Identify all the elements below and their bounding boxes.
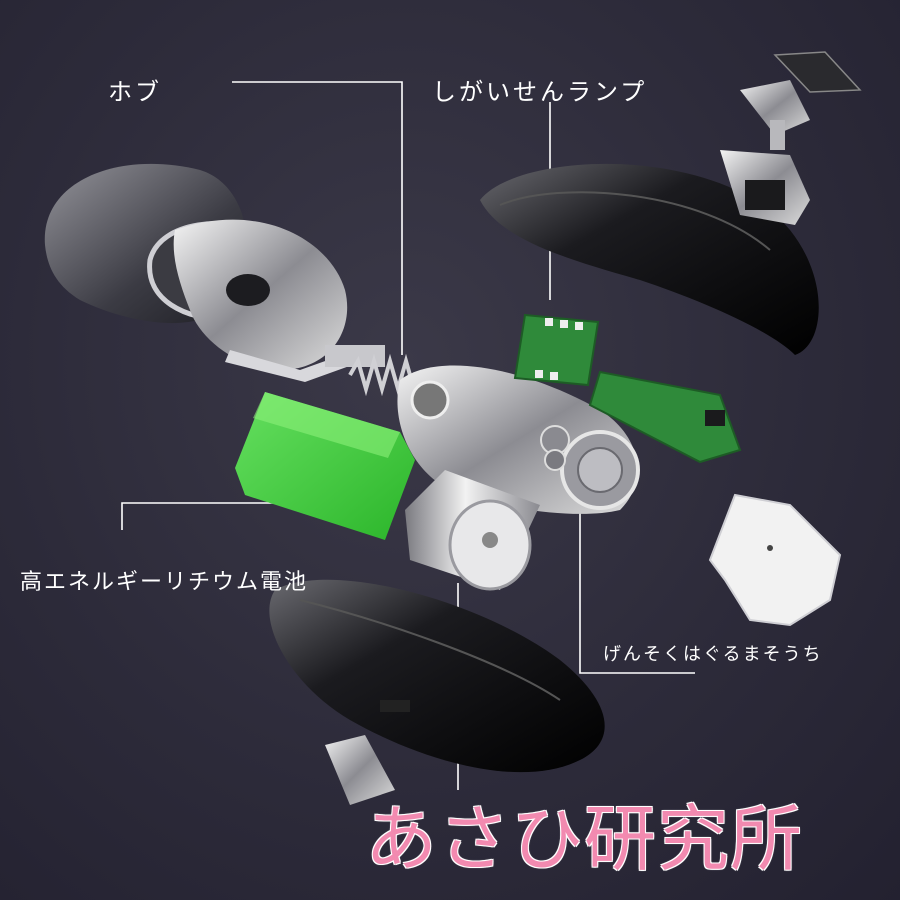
spring-shaft	[325, 345, 416, 397]
bottom-clip	[325, 735, 395, 805]
leader-line-hub	[232, 81, 403, 355]
hub-cap	[44, 163, 380, 382]
control-board	[588, 370, 742, 464]
label-uv-lamp: しがいせんランプ	[432, 78, 648, 106]
side-cover	[708, 493, 842, 627]
top-shell	[480, 163, 819, 355]
motor-cylinder	[405, 470, 540, 591]
leader-line-battery	[121, 502, 290, 530]
label-hub: ホブ	[108, 78, 162, 106]
bottom-shell	[269, 579, 605, 773]
battery	[235, 392, 415, 540]
uv-lamp-board	[513, 313, 600, 387]
label-gear-unit: げんそくはぐるまそうち	[603, 644, 823, 665]
label-battery: 高エネルギーリチウム電池	[20, 570, 309, 595]
leader-line-gear	[579, 510, 695, 674]
lamp-parts	[720, 51, 862, 225]
watermark: あさひ研究所	[365, 797, 804, 881]
